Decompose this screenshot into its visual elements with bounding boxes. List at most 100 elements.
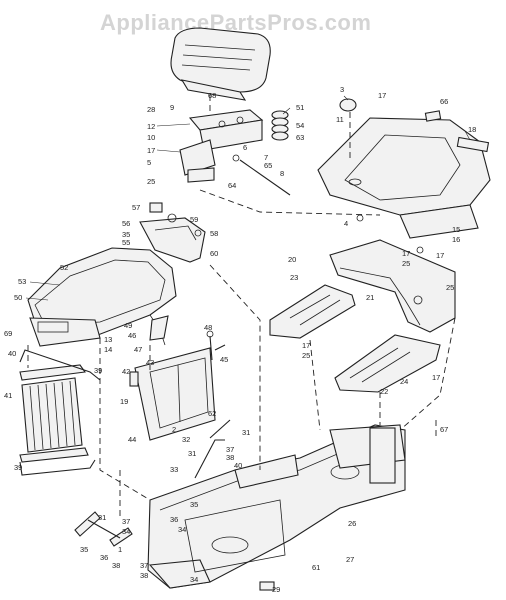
callout-31c: 31	[98, 513, 106, 522]
callout-35a: 35	[122, 230, 130, 239]
callout-63: 63	[296, 133, 304, 142]
callout-48: 48	[204, 323, 212, 332]
callout-38c: 38	[112, 561, 120, 570]
callout-59: 59	[190, 215, 198, 224]
callout-69: 69	[4, 329, 12, 338]
callout-35c: 35	[80, 545, 88, 554]
callout-62: 62	[208, 409, 216, 418]
callout-23: 23	[290, 273, 298, 282]
callout-7: 7	[264, 153, 268, 162]
watermark: AppliancePartsPros.com	[100, 10, 371, 35]
callout-10: 10	[147, 133, 155, 142]
callout-2: 2	[172, 425, 176, 434]
callout-27: 27	[346, 555, 354, 564]
callout-57: 57	[132, 203, 140, 212]
callout-11: 11	[336, 115, 344, 124]
callout-13: 13	[104, 335, 112, 344]
callout-68: 68	[208, 91, 216, 100]
callout-53: 53	[18, 277, 26, 286]
callout-67: 67	[440, 425, 448, 434]
callout-40a: 40	[8, 349, 16, 358]
callout-28: 28	[147, 105, 155, 114]
callout-29: 29	[272, 585, 280, 594]
callout-26: 26	[348, 519, 356, 528]
decal-18	[456, 136, 490, 153]
callout-17e: 17	[302, 341, 310, 350]
callout-31b: 31	[188, 449, 196, 458]
callout-44: 44	[128, 435, 136, 444]
hood	[27, 247, 177, 347]
callout-24: 24	[400, 377, 408, 386]
callout-37c: 37	[122, 517, 130, 526]
callout-56: 56	[122, 219, 130, 228]
callout-37a: 37	[226, 445, 234, 454]
callout-66: 66	[440, 97, 448, 106]
callout-51: 51	[296, 103, 304, 112]
callout-54: 54	[296, 121, 304, 130]
callout-4: 4	[344, 219, 348, 228]
callout-60: 60	[210, 249, 218, 258]
callout-46: 46	[128, 331, 136, 340]
callout-45: 45	[220, 355, 228, 364]
callout-8: 8	[280, 169, 284, 178]
callout-42: 42	[122, 367, 130, 376]
seat-rod	[239, 159, 291, 196]
callout-1: 1	[118, 545, 122, 554]
callout-37b: 37	[140, 561, 148, 570]
callout-25a: 25	[147, 177, 155, 186]
callout-17b: 17	[378, 91, 386, 100]
callout-33: 33	[170, 465, 178, 474]
callout-32: 32	[182, 435, 190, 444]
frame	[74, 419, 406, 591]
callout-36: 36	[170, 515, 178, 524]
callout-12: 12	[147, 122, 155, 131]
callout-25d: 25	[302, 351, 310, 360]
seat	[170, 27, 271, 101]
callout-50: 50	[14, 293, 22, 302]
callout-25c: 25	[446, 283, 454, 292]
seat-bracket	[179, 109, 264, 176]
callout-3: 3	[340, 85, 344, 94]
callout-18: 18	[468, 125, 476, 134]
floor-pan	[269, 239, 456, 393]
callout-38a: 38	[226, 453, 234, 462]
callout-40b: 40	[234, 461, 242, 470]
callout-34b: 34	[190, 575, 198, 584]
callout-17d: 17	[436, 251, 444, 260]
callout-64: 64	[228, 181, 236, 190]
callout-39b: 39	[14, 463, 22, 472]
callout-16: 16	[452, 235, 460, 244]
callout-14: 14	[104, 345, 112, 354]
callout-52: 52	[60, 263, 68, 272]
callout-17a: 17	[147, 146, 155, 155]
callout-22: 22	[380, 387, 388, 396]
callout-35b: 35	[190, 500, 198, 509]
callout-58: 58	[210, 229, 218, 238]
callout-34c: 34	[122, 527, 130, 536]
callout-55: 55	[122, 238, 130, 247]
callout-21: 21	[366, 293, 374, 302]
grille	[19, 349, 101, 476]
callout-49: 49	[124, 321, 132, 330]
callout-17f: 17	[432, 373, 440, 382]
callout-19: 19	[120, 397, 128, 406]
callout-38b: 38	[140, 571, 148, 580]
callout-9: 9	[170, 103, 174, 112]
callout-41: 41	[4, 391, 12, 400]
callout-36b: 36	[100, 553, 108, 562]
callout-20: 20	[288, 255, 296, 264]
callout-25b: 25	[402, 259, 410, 268]
callout-47: 47	[134, 345, 142, 354]
dash-panel	[139, 202, 206, 263]
side-panel	[129, 344, 226, 441]
steering-bracket	[149, 315, 169, 341]
decal-29	[259, 581, 275, 591]
seat-latch	[187, 167, 215, 183]
decal-66	[424, 110, 442, 122]
callout-61: 61	[312, 563, 320, 572]
callout-15: 15	[452, 225, 460, 234]
fender	[317, 117, 491, 239]
callout-34a: 34	[178, 525, 186, 534]
fuel-cap	[339, 98, 357, 112]
leader-lines	[25, 95, 471, 301]
